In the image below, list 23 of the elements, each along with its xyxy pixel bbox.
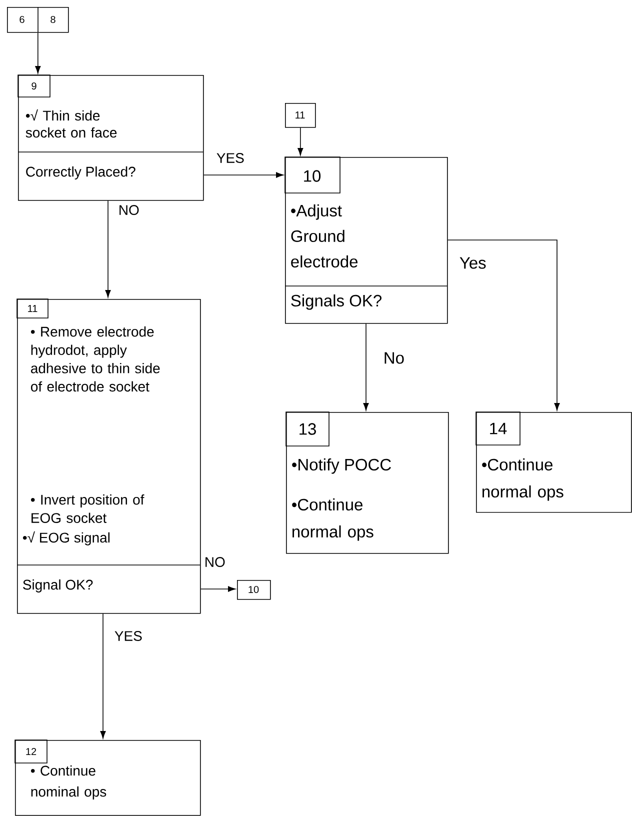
- connector-box: 6 8: [7, 6, 69, 33]
- edge-label: No: [382, 351, 406, 365]
- process-box: 14 •Continue normal ops: [476, 412, 632, 513]
- arrow: [447, 240, 560, 411]
- decision-box: 10 •Adjust Ground electrode Signals OK?: [284, 156, 448, 324]
- arrow: [200, 586, 236, 592]
- edge-label: NO: [117, 204, 140, 216]
- decision-box: 9 •√ Thin side socket on face Correctly Placed?: [18, 74, 204, 201]
- arrow: [105, 200, 111, 298]
- edge-label: YES: [113, 630, 144, 642]
- arrow: [363, 323, 369, 411]
- process-box: 12 • Continue nominal ops: [14, 740, 201, 816]
- process-box: 13 •Notify POCC •Continue normal ops: [286, 412, 449, 554]
- arrow: [100, 613, 106, 739]
- decision-box: 11 • Remove electrode hydrodot, apply adhesive to thin side of electrode socket • Invert position of EOG socket •√ EOG signal Signal OK?: [16, 298, 201, 614]
- arrow: [298, 127, 304, 156]
- edge-label: YES: [215, 152, 246, 164]
- arrow: [203, 172, 284, 178]
- edge-label: NO: [203, 556, 226, 568]
- connector-box: 10: [237, 580, 271, 600]
- connector-box: 11: [285, 103, 316, 128]
- arrow: [35, 32, 41, 74]
- edge-label: Yes: [458, 256, 488, 270]
